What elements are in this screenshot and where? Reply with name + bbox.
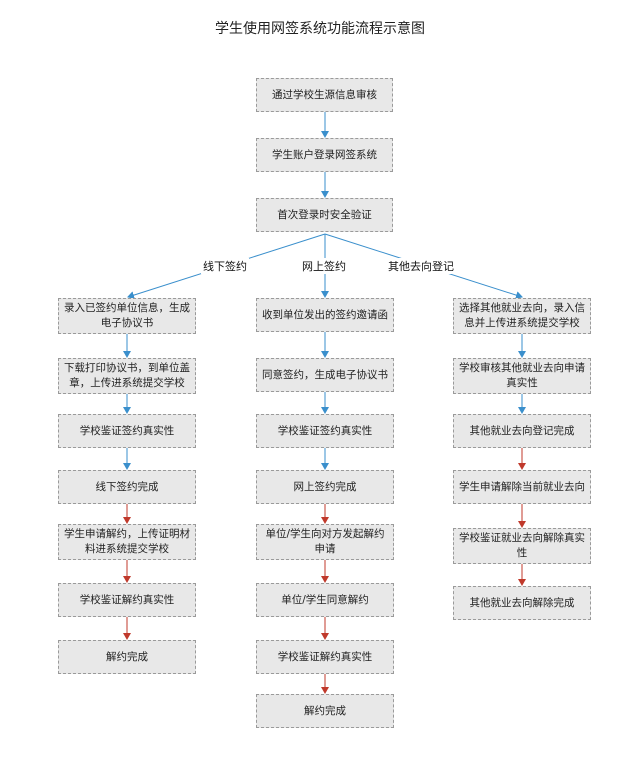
node-security-check: 首次登录时安全验证	[256, 198, 393, 232]
node-other-4: 学生申请解除当前就业去向	[453, 470, 591, 504]
node-offline-3: 学校鉴证签约真实性	[58, 414, 196, 448]
node-offline-5: 学生申请解约，上传证明材料进系统提交学校	[58, 524, 196, 560]
node-other-2: 学校审核其他就业去向申请真实性	[453, 358, 591, 394]
node-offline-2: 下载打印协议书，到单位盖章，上传进系统提交学校	[58, 358, 196, 394]
branch-label-offline: 线下签约	[201, 258, 249, 274]
node-other-3: 其他就业去向登记完成	[453, 414, 591, 448]
node-other-5: 学校鉴证就业去向解除真实性	[453, 528, 591, 564]
node-offline-1: 录入已签约单位信息，生成电子协议书	[58, 298, 196, 334]
diagram-title: 学生使用网签系统功能流程示意图	[215, 21, 425, 37]
node-online-1: 收到单位发出的签约邀请函	[256, 298, 394, 332]
node-offline-4: 线下签约完成	[58, 470, 196, 504]
node-offline-7: 解约完成	[58, 640, 196, 674]
node-online-6: 单位/学生同意解约	[256, 583, 394, 617]
node-online-4: 网上签约完成	[256, 470, 394, 504]
node-school-verification: 通过学校生源信息审核	[256, 78, 393, 112]
branch-label-online: 网上签约	[300, 258, 348, 274]
node-online-2: 同意签约，生成电子协议书	[256, 358, 394, 392]
node-other-6: 其他就业去向解除完成	[453, 586, 591, 620]
node-online-3: 学校鉴证签约真实性	[256, 414, 394, 448]
node-offline-6: 学校鉴证解约真实性	[58, 583, 196, 617]
node-online-5: 单位/学生向对方发起解约申请	[256, 524, 394, 560]
branch-label-other: 其他去向登记	[386, 258, 456, 274]
node-online-8: 解约完成	[256, 694, 394, 728]
node-online-7: 学校鉴证解约真实性	[256, 640, 394, 674]
node-account-login: 学生账户登录网签系统	[256, 138, 393, 172]
node-other-1: 选择其他就业去向，录入信息并上传进系统提交学校	[453, 298, 591, 334]
